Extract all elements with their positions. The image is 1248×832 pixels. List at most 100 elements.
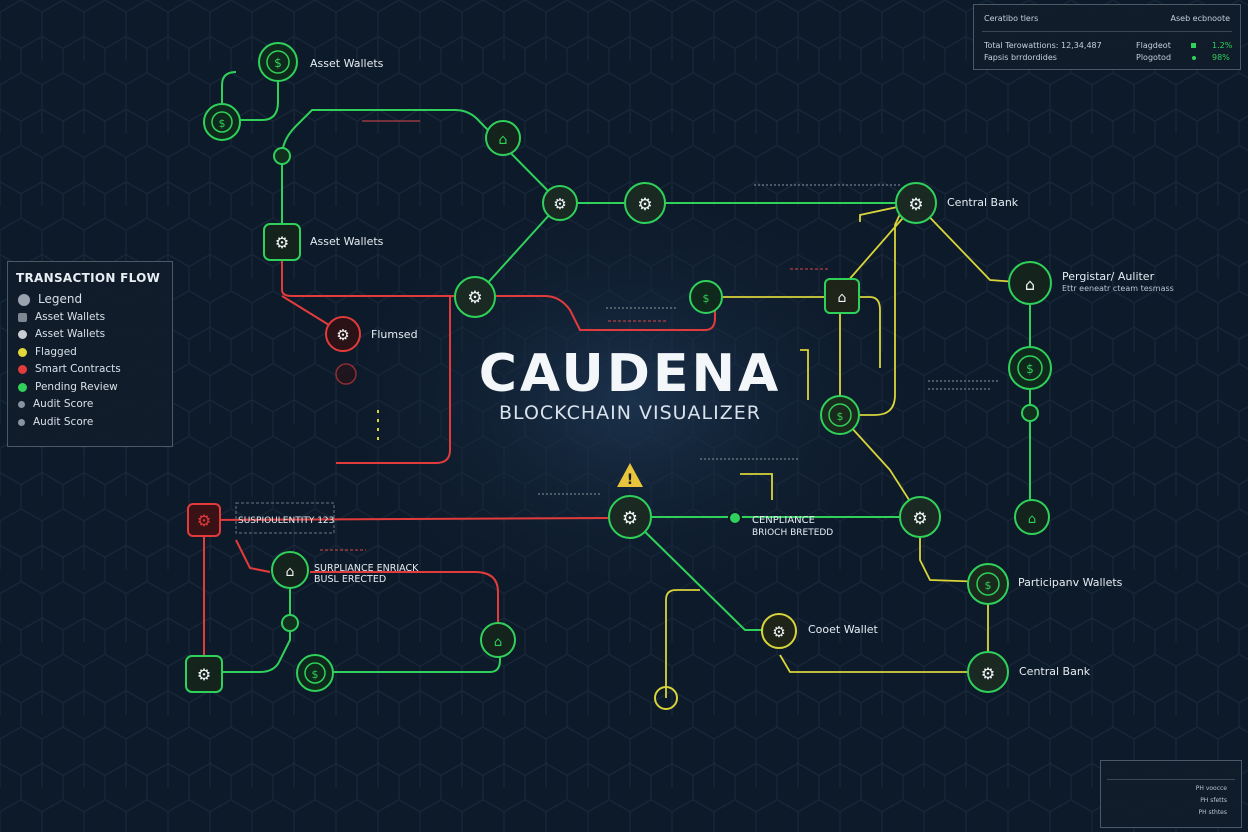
node-asset-wallet-top[interactable]: $	[258, 42, 298, 82]
stats-row2-status: Plogotod	[1136, 53, 1172, 62]
node-central-bank-bottom[interactable]: ⚙	[967, 651, 1009, 693]
node-suspicious-entity[interactable]: ⚙	[187, 503, 221, 537]
svg-text:⚙: ⚙	[275, 233, 289, 252]
junction-node-right	[1021, 404, 1039, 422]
node-compliance[interactable]	[728, 511, 742, 525]
node-hub-right[interactable]: ⚙	[899, 496, 941, 538]
svg-text:⚙: ⚙	[772, 623, 785, 641]
label-entity: SUSPIOULENTITY 123	[238, 516, 334, 526]
junction-node	[273, 147, 291, 165]
legend-swatch	[18, 293, 30, 306]
svg-text:⚙: ⚙	[553, 195, 566, 213]
svg-text:⌂: ⌂	[1025, 275, 1035, 294]
label-compliance-1: CENPLIANCE	[752, 515, 815, 526]
node-bank-icon-right[interactable]: ⌂	[1014, 499, 1050, 535]
stats-row1-value: 1.2%	[1212, 41, 1233, 50]
junction-node-left	[281, 614, 299, 632]
node-wallet-right-1[interactable]: $	[1008, 346, 1052, 390]
node-wallet-bottom[interactable]: $	[296, 654, 334, 692]
node-central-bank-top[interactable]: ⚙	[895, 182, 937, 224]
legend-item-label: Pending Review	[35, 380, 118, 393]
node-flagged-contract[interactable]: ⌂	[824, 278, 860, 314]
node-regulator[interactable]: ⌂	[1008, 261, 1052, 305]
warning-icon: !	[617, 463, 643, 488]
label-regulator: Pergistar/ Auliter	[1062, 270, 1155, 283]
legend-item-label: Asset Wallets	[35, 310, 106, 323]
label-central-bank-top: Central Bank	[947, 196, 1019, 209]
node-participant-wallets[interactable]: $	[967, 563, 1009, 605]
svg-text:⌂: ⌂	[1028, 512, 1036, 527]
stats-header-right: Aseb ecbnoote	[1170, 14, 1231, 23]
node-hub-left[interactable]: ⚙	[454, 276, 496, 318]
svg-text:⚙: ⚙	[197, 511, 211, 530]
label-surpliance-1: SURPLIANCE ENRIACK	[314, 563, 419, 574]
label-flumsed: Flumsed	[371, 328, 418, 341]
legend-item: Audit Score	[18, 414, 172, 432]
legend-swatch	[18, 365, 27, 375]
legend-swatch	[18, 401, 25, 409]
node-flumsed[interactable]: ⚙	[325, 316, 361, 352]
label-asset-wallets-top: Asset Wallets	[310, 57, 384, 70]
node-top-gear-1[interactable]: ⚙	[542, 185, 578, 221]
node-surpliance[interactable]: ⌂	[271, 551, 309, 589]
legend-item-label: Asset Wallets	[35, 328, 106, 340]
svg-text:$: $	[837, 410, 844, 423]
svg-text:$: $	[703, 292, 710, 305]
label-compliance-2: BRIOCH BRETEDD	[752, 528, 833, 538]
stats-row1-label: Total Terowattions: 12,34,487	[984, 41, 1102, 50]
mini-divider	[1107, 779, 1235, 780]
legend-item-label: Audit Score	[33, 415, 94, 428]
node-gear-bottom-left[interactable]: ⚙	[185, 655, 223, 693]
legend-item-label: Legend	[38, 292, 83, 306]
node-asset-wallets-mid[interactable]: ⚙	[263, 223, 301, 261]
mini-row-1: PH voocce	[1195, 785, 1227, 792]
legend-item: Asset Wallets	[18, 326, 172, 344]
legend-swatch	[18, 418, 25, 426]
legend-item-label: Audit Score	[33, 398, 94, 410]
node-wallet-center[interactable]: $	[689, 280, 723, 314]
label-surpliance-2: BUSL ERECTED	[314, 574, 386, 585]
brand-subtitle: BLOCKCHAIN VISUALIZER	[499, 402, 761, 424]
svg-text:!: !	[627, 472, 633, 488]
mini-panel: PH voocce PH sfetts PH sthtes	[1100, 760, 1242, 828]
node-asset-wallet-small[interactable]: $	[203, 103, 241, 141]
node-top-gear-2[interactable]: ⚙	[624, 182, 666, 224]
node-bank-icon-bottom[interactable]: ⌂	[480, 622, 516, 658]
label-asset-wallets-mid: Asset Wallets	[310, 235, 384, 248]
stats-row2-label: Fapsis brrdordides	[984, 53, 1057, 62]
stats-panel: Ceratibo tlers Aseb ecbnoote Total Terow…	[973, 4, 1241, 70]
svg-text:⚙: ⚙	[336, 326, 349, 344]
node-empty-yellow[interactable]	[654, 686, 678, 710]
legend-item: Smart Contracts	[18, 361, 172, 379]
svg-text:⚙: ⚙	[981, 664, 995, 683]
status-dot	[1191, 43, 1196, 48]
brand: CAUDENA BLOCKCHAIN VISUALIZER	[440, 344, 820, 424]
legend-panel: TRANSACTION FLOW Legend Asset Wallets As…	[7, 261, 173, 447]
label-participant-wallets: Participanv Wallets	[1018, 576, 1123, 589]
legend-swatch	[18, 330, 27, 340]
svg-text:$: $	[1026, 362, 1034, 376]
node-wallet-flagged[interactable]: $	[820, 395, 860, 435]
svg-text:⌂: ⌂	[838, 290, 847, 306]
node-cooet-wallet[interactable]: ⚙	[761, 613, 797, 649]
status-dot	[1192, 56, 1196, 60]
stats-header-left: Ceratibo tlers	[984, 14, 1039, 23]
red-links	[203, 250, 716, 660]
node-hub-center[interactable]: ⚙	[608, 495, 652, 539]
svg-text:⚙: ⚙	[908, 195, 923, 215]
legend-item-label: Smart Contracts	[35, 363, 121, 375]
mini-row-2: PH sfetts	[1200, 797, 1227, 804]
legend-item-label: Flagged	[35, 345, 77, 358]
legend-item: Legend	[18, 291, 172, 309]
entity-label-box	[235, 502, 335, 534]
node-bank-icon-top[interactable]: ⌂	[485, 120, 521, 156]
stats-row2-value: 98%	[1212, 53, 1230, 62]
legend-swatch	[18, 382, 27, 392]
legend-item: Pending Review	[18, 379, 172, 397]
legend-item: Audit Score	[18, 396, 172, 414]
legend-swatch	[18, 312, 27, 322]
brand-title: CAUDENA	[478, 344, 782, 404]
svg-text:$: $	[312, 668, 319, 681]
svg-text:$: $	[274, 56, 282, 70]
svg-text:⌂: ⌂	[499, 132, 508, 148]
